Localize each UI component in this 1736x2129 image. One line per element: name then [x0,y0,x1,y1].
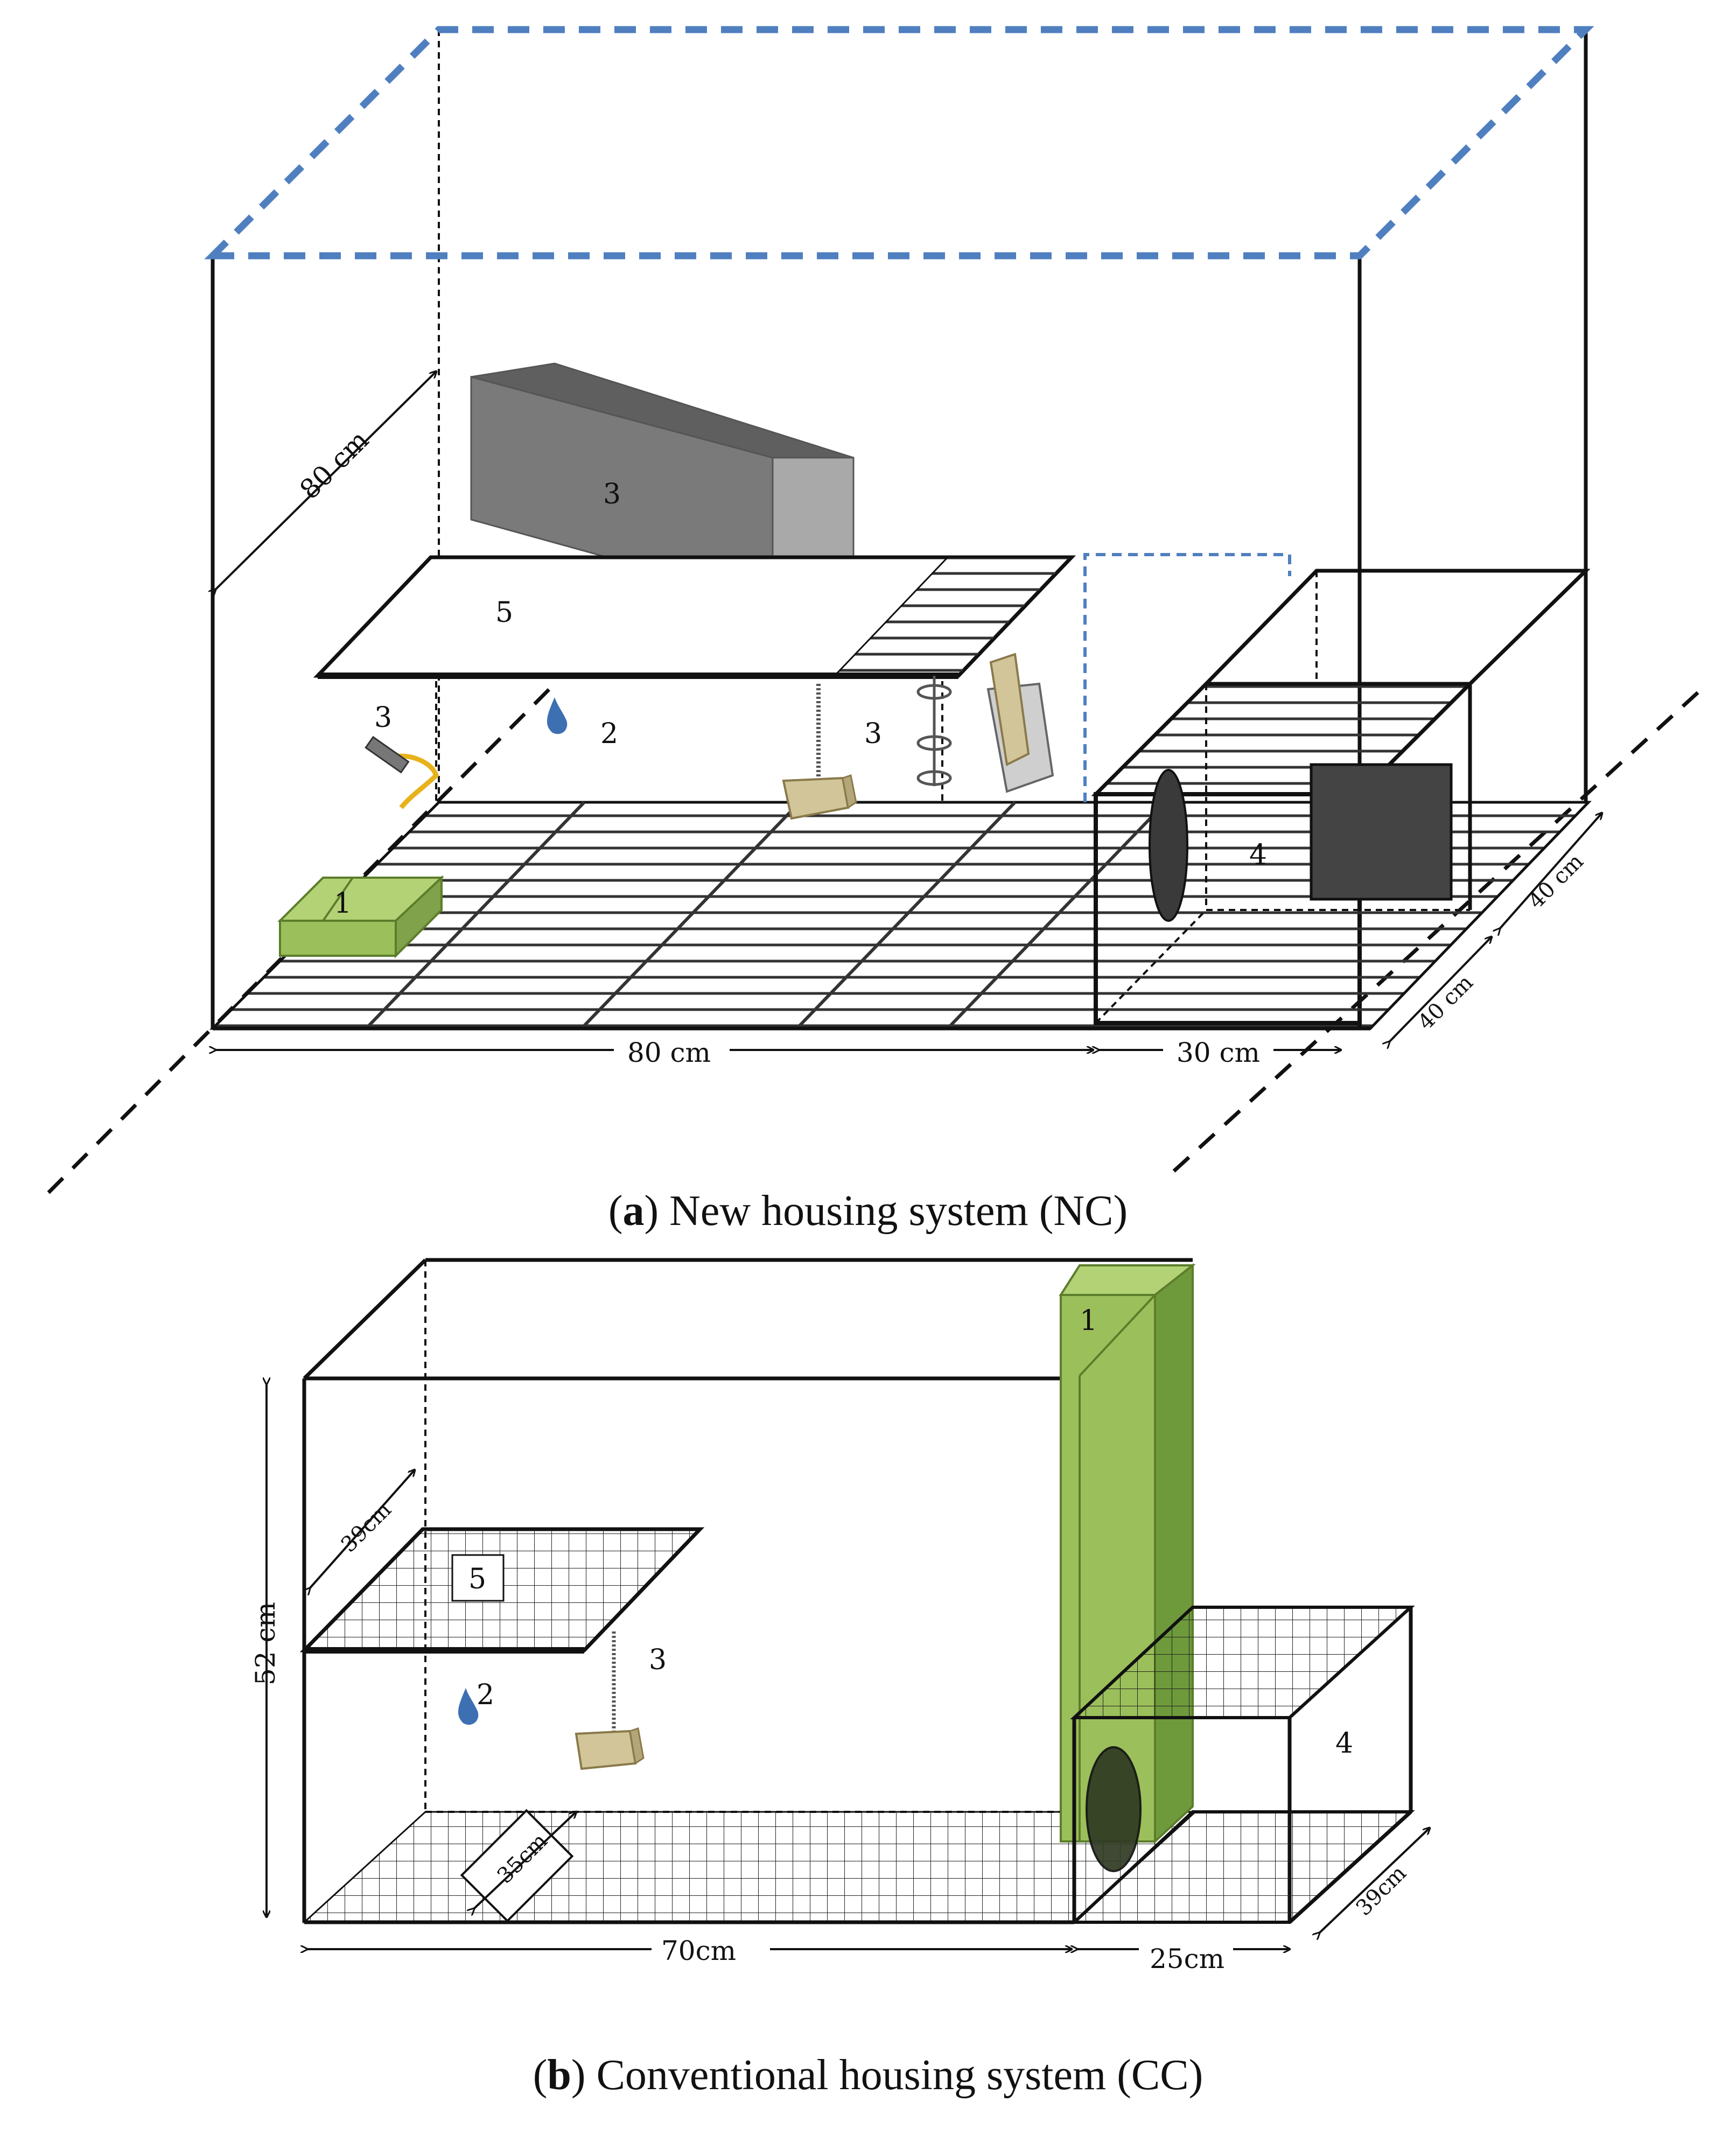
platform-legs [435,681,943,802]
caption-b: (b) Conventional housing system (CC) [533,2051,1203,2099]
dim-width-main-a: 80 cm [627,1037,711,1068]
hay-rack-icon [986,653,1054,793]
panel-b-diagram: 1 4 5 3 2 52 cm [250,1258,1430,1974]
dim-arrow-annex-depth-front [1389,937,1492,1042]
panel-a-diagram: 3 5 2 3 3 [47,26,1703,1194]
wood-block-b [575,1727,645,1770]
label-feeder-b: 1 [1080,1305,1097,1337]
dim-height-b: 52 cm [250,1602,281,1685]
feeder-a [277,875,445,958]
dim-width-annex-a: 30 cm [1177,1037,1260,1068]
dim-width-annex-b: 25cm [1150,1943,1224,1974]
label-enrichment-left: 3 [374,702,392,734]
wood-block-a [782,774,857,820]
label-nest-box-a: 4 [1249,839,1267,871]
label-water-a: 2 [600,718,618,750]
label-platform-b: 5 [468,1563,486,1595]
label-enrichment-b: 3 [649,1644,667,1676]
label-box-platform-b [451,1554,505,1602]
label-enrichment-chain: 3 [864,718,882,750]
dim-arrow-annex-depth-b [1319,1828,1430,1933]
nest-entrance-b [1086,1746,1142,1872]
caption-a-letter: a [622,1187,644,1235]
label-enrichment-block: 3 [603,478,621,510]
label-platform-a: 5 [495,597,513,629]
label-feeder-a: 1 [334,887,352,920]
platform-a [313,555,1076,679]
dim-width-main-b: 70cm [661,1935,736,1966]
dim-arrow-depth-b [310,1470,415,1588]
label-nest-box-b: 4 [1335,1727,1353,1760]
floor-grid-dividers [365,801,1167,1030]
label-water-b: 2 [477,1679,494,1711]
dim-depth-annex-b: 39cm [1352,1861,1411,1921]
caption-a: (a) New housing system (NC) [608,1187,1128,1235]
dim-depth-left-a: 80 cm [293,424,375,506]
nest-entrance [1149,769,1188,922]
dim-depth-left-b: 39cm [337,1497,396,1557]
water-drop-icon-b [458,1688,479,1725]
chew-toy-icon [365,736,439,809]
caption-b-text: Conventional housing system (CC) [597,2051,1203,2099]
dim-arrow-depth-a [215,372,436,590]
dim-depth-annex-front: 40 cm [1413,970,1478,1035]
caption-b-letter: b [547,2051,571,2099]
cage-frame-b [302,1258,1193,1924]
dim-arrow-annex-depth-back [1500,813,1602,929]
caption-a-text: New housing system (NC) [669,1187,1128,1235]
open-top-dashed [204,26,1594,260]
nest-box-a [1091,569,1591,1025]
dark-box [1310,763,1453,901]
ring-toy-icon [916,676,952,786]
water-drop-icon [547,697,568,734]
dim-arrow-platform-depth [474,1812,576,1909]
